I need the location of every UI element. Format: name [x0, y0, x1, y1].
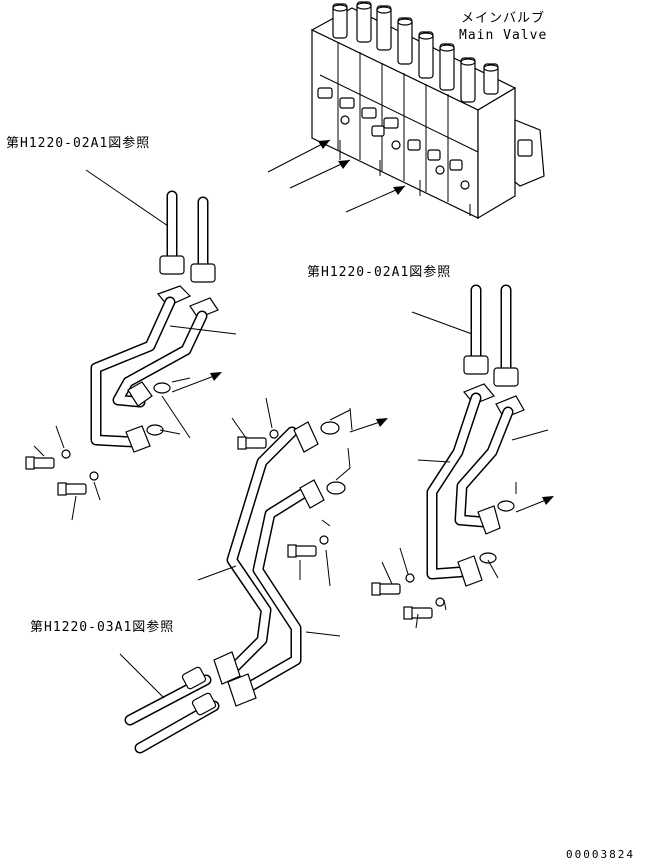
reference-label-2: 第H1220-02A1図参照 [307, 265, 452, 280]
main-valve-label-en: Main Valve [459, 28, 548, 43]
right-pipe-assembly [371, 284, 554, 629]
drawing-number: 00003824 [566, 848, 635, 861]
reference-label-3: 第H1220-03A1図参照 [30, 620, 175, 635]
left-pipe-assembly [25, 169, 237, 521]
main-valve-label-jp: メインバルブ [461, 11, 546, 26]
center-pipe-assembly [119, 397, 388, 754]
main-valve-illustration [267, 1, 545, 220]
reference-label-1: 第H1220-02A1図参照 [6, 136, 151, 151]
